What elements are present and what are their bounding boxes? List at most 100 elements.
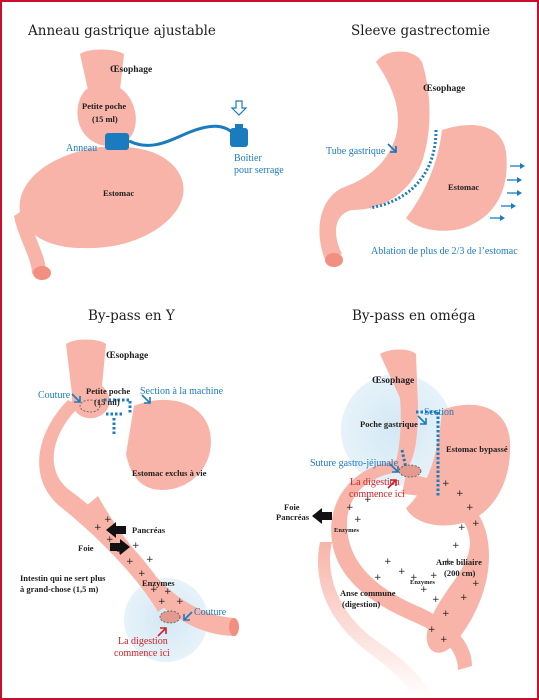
ablation-arrows <box>490 163 525 221</box>
panel-ring: Anneau gastrique ajustable Œsophage Peti… <box>14 23 284 280</box>
ring-pouch-label-2: (15 ml) <box>92 114 118 124</box>
svg-text:+: + <box>440 635 448 645</box>
svg-text:+: + <box>126 557 134 567</box>
down-arrow-icon <box>230 100 248 116</box>
svg-text:+: + <box>116 547 124 557</box>
sleeve-organ <box>319 51 507 267</box>
y-couture-bottom-label: Couture <box>194 607 227 618</box>
y-pouch-label-1: Petite poche <box>86 386 130 396</box>
y-pouch-label-2: (15 ml) <box>94 397 120 407</box>
svg-text:+: + <box>452 541 460 551</box>
omega-enzymes-label-b: Enzymes <box>410 579 435 586</box>
svg-text:+: + <box>460 593 468 603</box>
svg-text:+: + <box>430 571 438 581</box>
svg-text:+: + <box>364 495 372 505</box>
y-intestine-label-1: Intestin qui ne sert plus <box>20 573 106 583</box>
svg-text:+: + <box>432 595 440 605</box>
omega-suture-label: Suture gastro-jéjunale <box>310 458 399 469</box>
svg-text:+: + <box>444 557 452 567</box>
section-arrow-icon-omega <box>417 415 427 425</box>
svg-text:+: + <box>346 503 354 513</box>
svg-text:+: + <box>472 579 480 589</box>
panel-title-ring: Anneau gastrique ajustable <box>27 23 216 39</box>
suture-arrow-icon-omega <box>389 463 399 473</box>
omega-bypassed-stomach-label: Estomac bypassé <box>446 444 508 454</box>
svg-text:+: + <box>138 569 146 579</box>
couture-top-arrow-icon <box>71 393 81 403</box>
bypass-omega-organs <box>318 349 511 698</box>
svg-text:+: + <box>354 515 362 525</box>
omega-digestion-label-1: La digestion <box>350 477 400 488</box>
sleeve-tube-label: Tube gastrique <box>326 146 386 157</box>
ring-box-label-1: Boîtier <box>234 153 262 164</box>
y-digestion-label-2: commence ici <box>114 648 170 659</box>
panel-sleeve: Sleeve gastrectomie Œsophage Tube gastri… <box>319 23 525 267</box>
section-line-omega <box>416 410 440 496</box>
svg-text:+: + <box>410 573 418 583</box>
digestion-halo-omega <box>341 374 453 486</box>
sleeve-tube-arrow-icon <box>387 143 397 153</box>
omega-esophagus-label: Œsophage <box>372 376 414 386</box>
ring-esophagus-label: Œsophage <box>110 65 152 75</box>
svg-text:+: + <box>94 523 102 533</box>
omega-liver-label: Foie <box>284 502 300 512</box>
svg-text:+: + <box>104 515 112 525</box>
omega-pancreas-label: Pancréas <box>276 512 310 522</box>
ring-stomach-label: Estomac <box>103 188 134 198</box>
sleeve-stomach-label: Estomac <box>448 182 479 192</box>
omega-pouch-label: Poche gastrique <box>360 419 418 429</box>
enzyme-plus-signs-omega: ++ ++ ++ ++ ++ ++ ++ ++ ++ ++ ++ <box>346 479 480 645</box>
y-intestine-label-2: à grand-chose (1,5 m) <box>20 584 99 594</box>
svg-text:+: + <box>164 587 172 597</box>
omega-section-label: Section <box>424 407 454 418</box>
digestion-arrow-icon-y <box>157 627 167 637</box>
y-couture-top-label: Couture <box>38 390 71 401</box>
omega-enzymes-label-a: Enzymes <box>334 527 359 534</box>
y-excluded-stomach-label: Estomac exclus à vie <box>132 468 207 478</box>
band-tube <box>128 124 236 147</box>
svg-text:+: + <box>442 479 450 489</box>
panel-title-sleeve: Sleeve gastrectomie <box>351 23 490 39</box>
svg-text:+: + <box>472 519 480 529</box>
adjustment-box <box>230 100 248 147</box>
sleeve-staple-line <box>369 129 438 210</box>
pancreas-arrow-icon <box>106 522 126 538</box>
liver-pancreas-arrow-icon <box>312 508 332 524</box>
svg-text:+: + <box>158 597 166 607</box>
svg-text:+: + <box>398 567 406 577</box>
section-arrow-icon <box>141 394 151 404</box>
svg-text:+: + <box>466 503 474 513</box>
ring-stomach-organ <box>14 49 184 280</box>
svg-text:+: + <box>176 597 184 607</box>
svg-text:+: + <box>384 557 392 567</box>
ring-box-label-2: pour serrage <box>234 165 284 176</box>
sleeve-esophagus-label: Œsophage <box>423 84 465 94</box>
panel-title-bypass-y: By-pass en Y <box>88 308 176 324</box>
svg-text:+: + <box>428 625 436 635</box>
ring-pouch-label-1: Petite poche <box>82 101 126 111</box>
svg-text:+: + <box>150 585 158 595</box>
svg-text:+: + <box>132 541 140 551</box>
omega-digestion-label-2: commence ici <box>349 489 405 500</box>
svg-text:+: + <box>458 523 466 533</box>
y-section-label: Section à la machine <box>140 386 224 397</box>
gastric-band <box>105 133 129 150</box>
digestion-arrow-icon-omega <box>387 479 397 489</box>
svg-text:+: + <box>374 573 382 583</box>
y-liver-label: Foie <box>78 543 94 553</box>
panel-bypass-y: By-pass en Y ++ ++ ++ ++ ++ ++ <box>20 308 239 662</box>
svg-text:+: + <box>106 535 114 545</box>
svg-text:+: + <box>420 585 428 595</box>
panel-title-bypass-omega: By-pass en oméga <box>352 308 476 324</box>
suture-ellipse-omega <box>398 464 422 478</box>
bypass-y-organs <box>39 339 239 636</box>
couture-bottom-arrow-icon <box>183 611 193 621</box>
suture-ellipse-top-y <box>79 399 101 413</box>
svg-text:+: + <box>442 609 450 619</box>
y-digestion-label-1: La digestion <box>118 636 168 647</box>
sleeve-ablation-label: Ablation de plus de 2/3 de l’estomac <box>371 246 518 257</box>
liver-arrow-icon <box>110 539 130 555</box>
svg-text:+: + <box>456 489 464 499</box>
